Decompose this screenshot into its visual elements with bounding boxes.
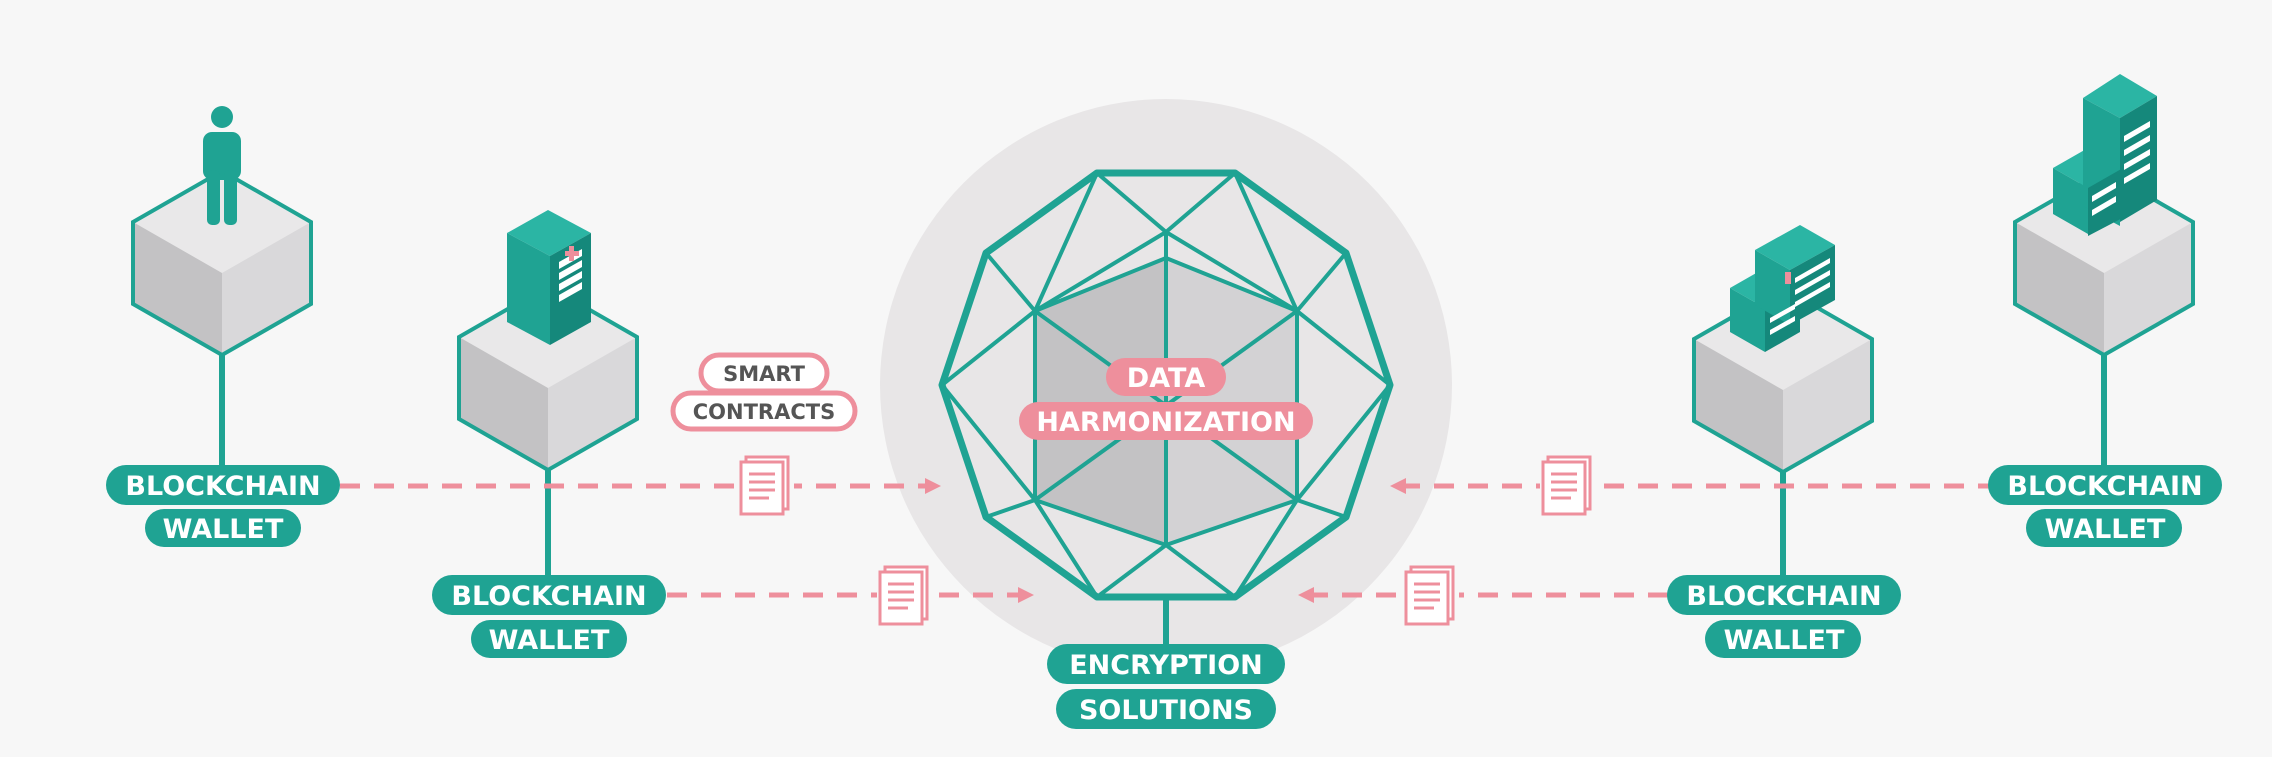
cube-wallet-1 [131, 169, 313, 357]
arrow-right-icon [925, 478, 941, 494]
arrow-left-icon [1298, 587, 1314, 603]
encryption-solutions-line2: SOLUTIONS [1079, 695, 1253, 726]
arrow-right-icon [1018, 587, 1034, 603]
wallet-label-2: BLOCKCHAIN WALLET [432, 575, 666, 658]
office-building-icon [2053, 74, 2157, 236]
smart-contracts-line1: SMART [723, 362, 806, 386]
encryption-solutions-line1: ENCRYPTION [1069, 650, 1263, 681]
wallet-label-2-line1: BLOCKCHAIN [451, 581, 646, 612]
wallet-label-1-line2: WALLET [163, 514, 284, 545]
wallet-label-4-line1: BLOCKCHAIN [2007, 471, 2202, 502]
document-icon [738, 450, 794, 520]
wallet-label-3-line2: WALLET [1724, 625, 1845, 656]
wallet-label-3-line1: BLOCKCHAIN [1686, 581, 1881, 612]
smart-contracts-label: SMART CONTRACTS [670, 352, 858, 432]
flow-arrowheads [925, 478, 1406, 603]
flow-lines [340, 483, 1998, 598]
wallet-label-1: BLOCKCHAIN WALLET [106, 465, 340, 547]
document-icon [1403, 560, 1459, 630]
smart-contracts-line2: CONTRACTS [693, 400, 835, 424]
data-harmonization-line2: HARMONIZATION [1036, 407, 1295, 438]
clinic-icon [1730, 225, 1835, 352]
encryption-solutions-label: ENCRYPTION SOLUTIONS [1047, 644, 1285, 729]
wallet-label-2-line2: WALLET [489, 625, 610, 656]
wallet-label-1-line1: BLOCKCHAIN [125, 471, 320, 502]
document-icon [877, 560, 933, 630]
data-harmonization-label: DATA HARMONIZATION [1019, 358, 1313, 440]
document-icon [1540, 450, 1596, 520]
hospital-icon [507, 210, 591, 345]
arrow-left-icon [1390, 478, 1406, 494]
data-harmonization-line1: DATA [1127, 363, 1206, 394]
person-icon [203, 106, 241, 225]
medical-cross-icon [565, 246, 579, 261]
hub-polyhedron [938, 169, 1394, 601]
medical-cross-icon [1785, 272, 1791, 284]
wallet-label-4-line2: WALLET [2045, 514, 2166, 545]
wallet-label-4: BLOCKCHAIN WALLET [1988, 465, 2222, 547]
wallet-label-3: BLOCKCHAIN WALLET [1667, 575, 1901, 658]
